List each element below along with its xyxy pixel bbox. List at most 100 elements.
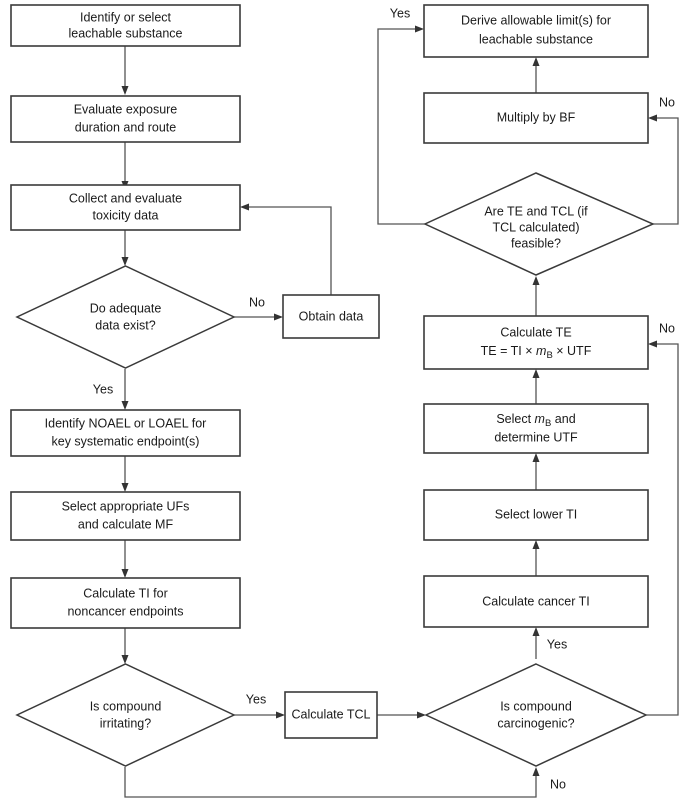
node-adequate-data-line2: data exist? [95,318,156,332]
edge-label-adequate-no: No [249,295,265,309]
node-te-tcl-feasible[interactable]: Are TE and TCL (if TCL calculated) feasi… [423,172,655,276]
node-select-ufs-line1: Select appropriate UFs [62,499,190,513]
node-select-mb[interactable]: Select mB and determine UTF [423,403,649,454]
node-is-carcinogenic[interactable]: Is compound carcinogenic? [424,663,648,767]
nodes-layer: Identify or select leachable substance E… [10,4,655,767]
node-collect-toxicity[interactable]: Collect and evaluate toxicity data [10,184,241,231]
node-identify-noael-line1: Identify NOAEL or LOAEL for [45,416,207,430]
node-select-lower-ti-line1: Select lower TI [495,507,577,521]
node-derive-limits-box[interactable] [423,4,649,58]
node-obtain-data-line1: Obtain data [299,309,364,323]
node-evaluate-exposure[interactable]: Evaluate exposure duration and route [10,95,241,143]
node-calculate-tcl-box[interactable] [284,691,378,739]
node-calculate-ti-noncancer-box[interactable] [10,577,241,629]
node-select-mb-box[interactable] [423,403,649,454]
node-is-carcinogenic-line1: Is compound [500,699,572,713]
arrowhead-lowerti-to-selectmb [532,453,540,462]
node-identify-substance-box[interactable] [10,4,241,47]
node-derive-limits-line2: leachable substance [479,32,593,46]
node-calculate-tcl-line1: Calculate TCL [292,707,371,721]
node-evaluate-exposure-box[interactable] [10,95,241,143]
node-calculate-te-l2-b: × UTF [553,344,592,358]
node-calculate-te-box[interactable] [423,315,649,370]
arrowhead-selectmb-to-calcte [532,369,540,378]
node-is-carcinogenic-line2: carcinogenic? [497,716,574,730]
node-calculate-ti-noncancer-line1: Calculate TI for [83,586,168,600]
node-adequate-data[interactable]: Do adequate data exist? [15,265,236,369]
node-is-irritating-line1: Is compound [90,699,162,713]
node-te-tcl-feasible-line1: Are TE and TCL (if [484,204,588,218]
node-identify-noael[interactable]: Identify NOAEL or LOAEL for key systemat… [10,409,241,457]
edge-label-irritating-yes: Yes [246,692,266,706]
node-calculate-cancer-ti-box[interactable] [423,575,649,628]
node-collect-toxicity-line1: Collect and evaluate [69,191,182,205]
arrowhead-noael-to-ufs [121,483,129,492]
arrowhead-obtain-to-collect [240,203,249,211]
edge-labels-layer: No Yes Yes Yes No No No Yes [93,6,675,791]
node-select-ufs[interactable]: Select appropriate UFs and calculate MF [10,491,241,541]
node-select-mb-l1-a: Select [496,412,534,426]
node-select-mb-l1-sub: B [545,418,551,429]
node-multiply-bf-box[interactable] [423,92,649,144]
edge-label-adequate-yes: Yes [93,382,113,396]
arrowhead-irritating-no-to-carcinogenic [532,767,540,776]
node-evaluate-exposure-line1: Evaluate exposure [74,102,178,116]
node-calculate-tcl[interactable]: Calculate TCL [284,691,378,739]
node-calculate-te-l2-m: m [536,344,546,358]
node-multiply-bf[interactable]: Multiply by BF [423,92,649,144]
node-calculate-te-l2-sub: B [546,350,552,361]
node-te-tcl-feasible-diamond[interactable] [423,172,655,276]
arrowhead-collect-to-adequate [121,257,129,266]
node-te-tcl-feasible-line2: TCL calculated) [492,220,579,234]
node-select-lower-ti[interactable]: Select lower TI [423,489,649,541]
node-obtain-data-box[interactable] [282,294,380,339]
node-calculate-te-l2-a: TE = TI × [481,344,536,358]
arrowhead-adequate-yes-to-noael [121,401,129,410]
node-is-irritating[interactable]: Is compound irritating? [15,663,236,767]
arrowhead-calcte-to-feasible [532,276,540,285]
arrowhead-multiply-to-derive [532,57,540,66]
edge-label-feasible-yes: Yes [390,6,410,20]
arrowhead-carcinogenic-no-to-calcte [648,340,657,348]
arrowhead-feasible-no-to-multiply [648,114,657,122]
node-identify-substance-line1: Identify or select [80,10,172,24]
node-identify-noael-line2: key systematic endpoint(s) [52,434,200,448]
node-adequate-data-diamond[interactable] [15,265,236,369]
arrowhead-adequate-no-to-obtain [274,313,283,321]
node-calculate-ti-noncancer[interactable]: Calculate TI for noncancer endpoints [10,577,241,629]
arrowhead-irritating-yes-to-tcl [276,711,285,719]
node-is-irritating-diamond[interactable] [15,663,236,767]
node-calculate-cancer-ti-line1: Calculate cancer TI [482,594,589,608]
node-select-ufs-box[interactable] [10,491,241,541]
node-calculate-te[interactable]: Calculate TE TE = TI × mB × UTF [423,315,649,370]
node-select-mb-l1-b: and [551,412,575,426]
node-select-mb-line1: Select mB and [496,412,575,428]
node-calculate-te-line1: Calculate TE [500,325,571,339]
node-collect-toxicity-line2: toxicity data [92,208,158,222]
arrowhead-carcinogenic-yes-to-cancerti [532,627,540,636]
edge-carcinogenic-no-to-calcte [646,343,679,716]
arrowhead-cancerti-to-lowerti [532,540,540,549]
arrowhead-ufs-to-calcti [121,569,129,578]
node-derive-limits-line1: Derive allowable limit(s) for [461,13,611,27]
node-calculate-cancer-ti[interactable]: Calculate cancer TI [423,575,649,628]
edge-label-carcinogenic-no-right: No [659,321,675,335]
node-collect-toxicity-box[interactable] [10,184,241,231]
node-derive-limits[interactable]: Derive allowable limit(s) for leachable … [423,4,649,58]
edge-label-feasible-no: No [659,95,675,109]
node-multiply-bf-line1: Multiply by BF [497,110,576,124]
node-te-tcl-feasible-line3: feasible? [511,236,561,250]
edge-feasible-yes-to-derive [377,28,425,225]
arrowhead-feasible-yes-to-derive [415,25,424,33]
node-identify-substance[interactable]: Identify or select leachable substance [10,4,241,47]
arrowhead-identify-to-evaluate [121,86,129,95]
node-identify-noael-box[interactable] [10,409,241,457]
arrowhead-calcti-to-irritating [121,655,129,664]
node-obtain-data[interactable]: Obtain data [282,294,380,339]
node-calculate-te-line2: TE = TI × mB × UTF [481,344,592,360]
node-is-carcinogenic-diamond[interactable] [424,663,648,767]
node-select-lower-ti-box[interactable] [423,489,649,541]
node-select-ufs-line2: and calculate MF [78,517,174,531]
